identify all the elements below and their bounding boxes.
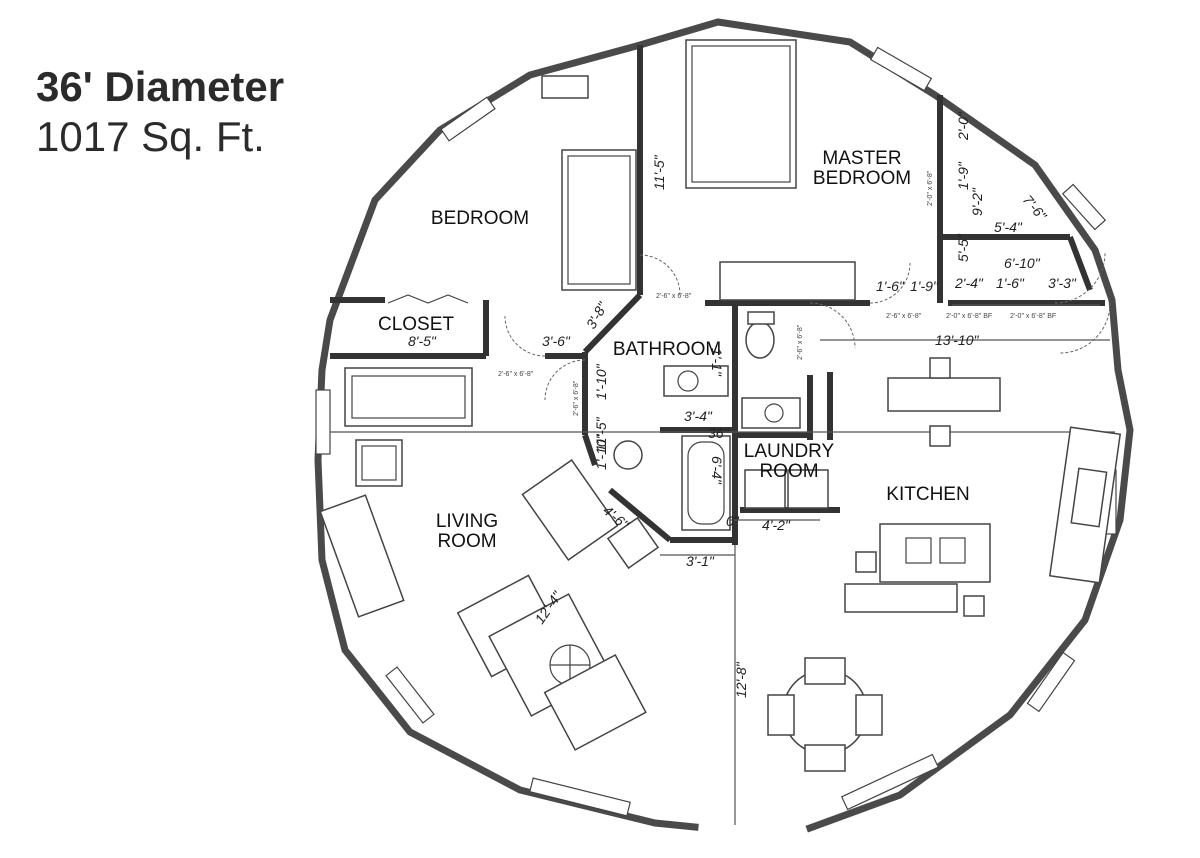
dim-label: 8'-5" — [408, 333, 437, 349]
dim-label: 11'-5" — [651, 154, 667, 190]
dim-label: 6'-10" — [1004, 255, 1041, 271]
dim-label: 1'-6" — [876, 278, 905, 294]
door-note: 2'-0" x 6'-8" — [927, 170, 934, 206]
dim-label: 36" — [708, 425, 730, 441]
room-label-master-1: MASTER — [822, 148, 901, 169]
room-label-kitchen: KITCHEN — [886, 484, 969, 505]
room-label-closet: CLOSET — [378, 314, 454, 335]
dim-label: 1'-9" — [955, 161, 971, 190]
room-label-bathroom: BATHROOM — [613, 339, 721, 360]
room-label-master-2: BEDROOM — [813, 168, 911, 189]
door-swings — [504, 252, 1111, 401]
room-label-living-2: ROOM — [437, 531, 496, 552]
room-label-bedroom: BEDROOM — [431, 208, 529, 229]
dim-label: 1'-6" — [996, 275, 1025, 291]
dim-label: 3'-6" — [542, 333, 571, 349]
door-note: 2'-0" x 6'-8" BF — [1010, 313, 1056, 320]
room-label-laundry-2: ROOM — [759, 461, 818, 482]
door-note: 2'-6" x 6'-8" — [656, 293, 692, 300]
dim-label: 13'-10" — [935, 332, 979, 348]
dim-label: 3'-3" — [1048, 275, 1077, 291]
dim-label: 5'-4" — [994, 219, 1023, 235]
dim-label: 1'-10" — [593, 363, 609, 400]
dim-label: 2'-4" — [954, 275, 984, 291]
dimension-lines — [330, 304, 1115, 825]
diameter-title: 36' Diameter — [36, 63, 285, 110]
dim-label: 1'-10" — [593, 433, 609, 470]
interior-walls — [330, 45, 1105, 545]
dim-label: 1'-1" — [709, 348, 725, 377]
door-note: 2'-6" x 6'-8" — [886, 313, 922, 320]
exterior-wall — [314, 18, 1134, 833]
door-notes: 2'-6" x 6'-8" 2'-6" x 6'-8" 2'-6" x 6'-8… — [498, 170, 1056, 416]
plan-heading: 36' Diameter 1017 Sq. Ft. — [36, 62, 284, 162]
dim-label: 3'-4" — [684, 408, 713, 424]
dim-label: 3'-1" — [686, 553, 715, 569]
dim-label: 0" — [726, 513, 740, 529]
dim-label: 4'-2" — [762, 517, 791, 533]
area-subtitle: 1017 Sq. Ft. — [36, 113, 265, 160]
dim-label: 11'-5" — [593, 416, 609, 452]
dim-label: 5'-5" — [955, 233, 971, 262]
furniture — [319, 39, 1122, 772]
dim-label: 12'-8" — [733, 661, 749, 698]
door-note: 2'-6" x 6'-8" — [498, 371, 534, 378]
dim-label: 2'-0" — [955, 111, 971, 141]
dim-label: 6'-4" — [709, 456, 725, 485]
door-note: 2'-6" x 6'-8" — [797, 324, 804, 360]
room-label-laundry-1: LAUNDRY — [744, 441, 835, 462]
dim-label: 9'-2" — [969, 187, 985, 216]
dim-label: 1'-9" — [910, 278, 939, 294]
dim-label: 7'-6" — [1020, 192, 1051, 224]
room-label-living-1: LIVING — [436, 511, 498, 532]
door-note: 2'-6" x 6'-8" — [573, 380, 580, 416]
door-note: 2'-0" x 6'-8" BF — [946, 313, 992, 320]
